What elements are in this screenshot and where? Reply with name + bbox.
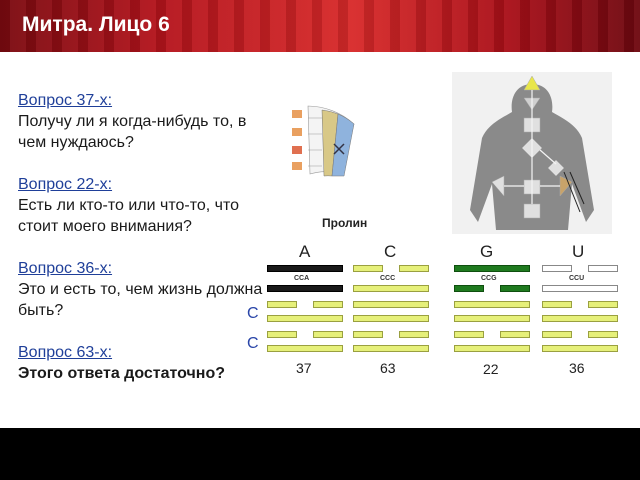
hexagram-line — [542, 345, 618, 352]
hexagram-line — [454, 301, 530, 308]
title-bar — [0, 0, 640, 52]
hexagram-line — [542, 315, 618, 322]
question-label[interactable]: Вопрос 22-х: — [18, 176, 113, 193]
hexagram-line — [500, 285, 530, 292]
hexagram-line — [353, 345, 429, 352]
codon-code: CCC — [380, 275, 396, 282]
hexagram-line — [542, 301, 572, 308]
hexagram-line — [399, 265, 429, 272]
question-label[interactable]: Вопрос 63-х: — [18, 344, 113, 361]
column-letter-g: G — [480, 242, 494, 261]
question-answer: Этого ответа достаточно? — [18, 365, 226, 382]
hexagram-line — [542, 285, 618, 292]
row-letter-c: C — [247, 305, 259, 322]
column-letter-u: U — [572, 242, 585, 261]
hexagram-line — [267, 301, 297, 308]
question-block: Вопрос 36-х: Это и есть то, чем жизнь до… — [18, 258, 268, 321]
question-block: Вопрос 37-х: Получу ли я когда-нибудь то… — [18, 90, 268, 153]
question-block: Вопрос 22-х: Есть ли кто-то или что-то, … — [18, 174, 268, 237]
hexagram-line — [588, 301, 618, 308]
column-letter-c: C — [384, 242, 397, 261]
hexagram-line — [353, 285, 429, 292]
hexagram-line — [542, 331, 572, 338]
question-answer: Есть ли кто-то или что-то, что стоит мое… — [18, 197, 240, 235]
hexagram-line — [267, 331, 297, 338]
hexagram-line — [454, 285, 484, 292]
hexagram-line — [588, 265, 618, 272]
gate-number: 37 — [296, 360, 312, 376]
hexagram-line — [353, 315, 429, 322]
prolin-label: Пролин — [322, 216, 368, 230]
column-letter-a: A — [299, 242, 311, 261]
hexagram-line — [500, 331, 530, 338]
question-list: Вопрос 37-х: Получу ли я когда-нибудь то… — [18, 90, 268, 405]
hexagram-line — [399, 331, 429, 338]
question-block: Вопрос 63-х: Этого ответа достаточно? — [18, 342, 268, 384]
gate-number: 36 — [569, 360, 585, 376]
hexagram-line — [588, 331, 618, 338]
hexagram-line — [267, 285, 343, 292]
hexagram-line — [454, 345, 530, 352]
bottom-bar — [0, 428, 640, 480]
hexagram-line — [454, 331, 484, 338]
slide-title: Митра. Лицо 6 — [22, 13, 170, 36]
hexagram-line — [454, 315, 530, 322]
hexagram-line — [267, 345, 343, 352]
hexagram-line — [313, 331, 343, 338]
hexagram-line — [542, 265, 572, 272]
hexagram-line — [353, 301, 429, 308]
hexagram-line — [267, 265, 343, 272]
hexagram-line — [353, 331, 383, 338]
question-label[interactable]: Вопрос 36-х: — [18, 260, 113, 277]
hexagram-line — [353, 265, 383, 272]
codon-code: CCA — [294, 275, 310, 282]
hexagram-line — [313, 301, 343, 308]
codon-code: CCG — [481, 275, 497, 282]
mandala-wheel-fragment — [292, 105, 355, 177]
question-answer: Получу ли я когда-нибудь то, в чем нужда… — [18, 113, 247, 151]
hexagram-line — [454, 265, 530, 272]
question-answer: Это и есть то, чем жизнь должна быть? — [18, 281, 263, 319]
gate-number: 63 — [380, 360, 396, 376]
hexagram-line — [267, 315, 343, 322]
gate-number: 22 — [483, 361, 499, 377]
row-letter-c: C — [247, 335, 259, 352]
body-graph-diagram — [452, 72, 612, 234]
codon-code: CCU — [569, 275, 585, 282]
question-label[interactable]: Вопрос 37-х: — [18, 92, 113, 109]
